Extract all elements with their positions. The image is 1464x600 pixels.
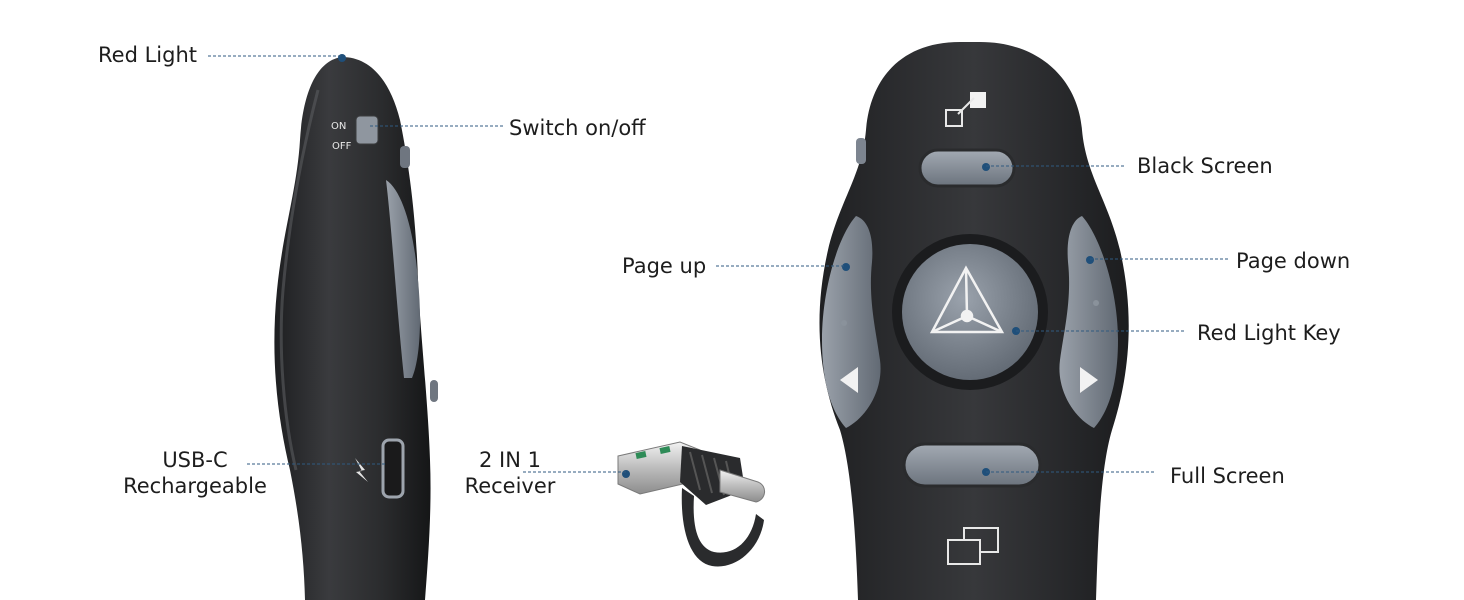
full-screen-button [902,442,1042,488]
front-view-remote [819,42,1129,600]
front-side-clip [856,138,866,164]
black-screen-button [918,148,1016,188]
callout-red-light-key: Red Light Key [1197,321,1341,345]
arrow-left-icon [840,367,858,393]
callout-receiver: 2 IN 1 Receiver [455,447,565,499]
arrow-right-icon [1080,367,1098,393]
side-button-strip [386,180,420,378]
usb-a-contact-1 [635,451,647,459]
side-body-highlight [279,89,320,471]
page-down-bump [1093,300,1099,306]
callout-usbc-line1: USB-C [162,448,228,472]
callout-page-down: Page down [1236,249,1351,273]
usb-c-plug [719,469,765,503]
page-up-dot [842,263,850,271]
switch-off-mark: OFF [332,141,352,152]
callout-full-screen: Full Screen [1170,464,1285,488]
laser-icon [929,265,1005,334]
side-view-remote: ON OFF [274,54,438,600]
power-switch [355,115,379,145]
switch-on-mark: ON [331,121,346,132]
callout-usbc: USB-C Rechargeable [115,447,275,499]
full-screen-icon [947,527,999,565]
callout-page-up: Page up [622,254,707,278]
black-screen-icon [945,92,986,127]
callout-red-light: Red Light [98,43,197,67]
page-up-button [822,216,881,428]
black-screen-dot [982,163,990,171]
usbc-port [381,438,405,499]
side-small-button-bottom [430,380,438,402]
receiver-2in1 [617,441,765,567]
receiver-grip-lines [689,451,735,496]
usb-a-contact-2 [659,446,671,454]
page-down-button [1059,216,1118,428]
receiver-strap [681,488,764,567]
callout-usbc-line2: Rechargeable [123,474,267,498]
receiver-dot [622,470,630,478]
page-up-bump [841,320,847,326]
callout-black-screen: Black Screen [1137,154,1273,178]
callout-switch: Switch on/off [509,116,646,140]
red-light-dot [338,54,346,62]
side-small-button-top [400,146,410,168]
callout-receiver-line2: Receiver [464,474,556,498]
callout-receiver-line1: 2 IN 1 [479,448,541,472]
leader-lines [208,55,1230,473]
page-down-dot [1086,256,1094,264]
